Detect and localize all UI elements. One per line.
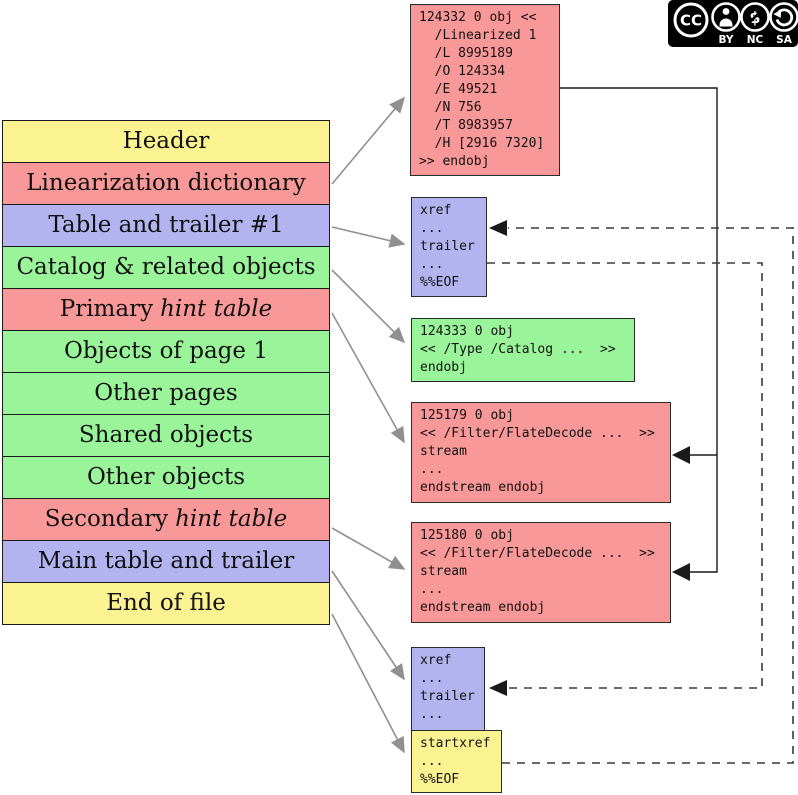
arrowhead-secondary-stream <box>672 563 690 581</box>
stack-row-other-objects: Other objects <box>2 456 330 499</box>
code-box-linearization-object: 124332 0 obj << /Linearized 1 /L 8995189… <box>410 4 560 176</box>
stack-to-object-arrows <box>331 96 406 754</box>
arrow-linearization-dict <box>331 96 406 185</box>
code-line: /O 124334 <box>419 64 506 79</box>
code-box-first-xref-trailer: xref... trailer... %%EOF <box>411 197 487 297</box>
code-line: endstream endobj <box>420 480 546 495</box>
code-line: xref <box>420 653 452 668</box>
code-line: %%EOF <box>420 772 460 787</box>
stack-row-catalog-related-objects: Catalog & related objects <box>2 246 330 289</box>
stack-row-label: Table and trailer #1 <box>48 212 284 238</box>
code-box-primary-hint-stream: 125179 0 obj << /Filter/FlateDecode ... >… <box>411 402 671 503</box>
code-line: %%EOF <box>420 275 460 290</box>
arrow-table-trailer-1 <box>331 226 406 248</box>
code-line: /E 49521 <box>419 82 498 97</box>
stack-row-label: Main table and trailer <box>37 548 295 574</box>
code-line: ... <box>420 754 444 769</box>
code-line: stream <box>420 564 467 579</box>
code-line: startxref <box>420 736 491 751</box>
code-line: endobj <box>420 360 467 375</box>
badge-background <box>668 0 798 47</box>
stack-row-label: End of file <box>106 590 226 616</box>
hint-arrowheads <box>672 446 690 581</box>
code-line: ... <box>420 582 444 597</box>
arrow-primary-hint <box>331 312 405 444</box>
sa-label: SA <box>776 34 793 46</box>
code-line: endstream endobj <box>420 600 546 615</box>
code-line: ... <box>420 707 444 722</box>
code-line: /N 756 <box>419 100 482 115</box>
stack-row-other-pages: Other pages <box>2 372 330 415</box>
code-line: 124332 0 obj << <box>419 10 537 25</box>
stack-row-label-italic: hint table <box>160 296 273 322</box>
stack-row-label: Secondary <box>44 506 169 532</box>
nc-label: NC <box>747 34 764 46</box>
stack-row-header: Header <box>2 120 330 163</box>
stack-row-label: Other objects <box>86 464 246 490</box>
stack-row-linearization-dictionary: Linearization dictionary <box>2 162 330 205</box>
stack-row-label: Objects of page 1 <box>64 338 268 364</box>
badge-labels: BY NC SA <box>718 34 792 46</box>
stack-row-table-and-trailer-1: Table and trailer #1 <box>2 204 330 247</box>
code-line: /T 8983957 <box>419 118 513 133</box>
code-line: xref <box>420 203 452 218</box>
cc-icon: CC <box>673 2 709 38</box>
code-line: trailer <box>420 239 475 254</box>
code-box-main-xref-trailer: xref... trailer... <box>411 647 485 731</box>
arrow-end-of-file <box>331 613 405 754</box>
arrowhead-main-xref <box>489 680 507 696</box>
code-line: /L 8995189 <box>419 46 513 61</box>
stack-row-objects-of-page-1: Objects of page 1 <box>2 330 330 373</box>
code-line: << /Type /Catalog ... >> <box>420 342 616 357</box>
stack-row-label-italic: hint table <box>175 506 288 532</box>
arrowhead-primary-stream <box>672 446 690 464</box>
stack-row-label: Primary <box>59 296 154 322</box>
stack-row-shared-objects: Shared objects <box>2 414 330 457</box>
code-line: << /Filter/FlateDecode ... >> <box>420 426 655 441</box>
code-line: stream <box>420 444 467 459</box>
stack-row-label: Linearization dictionary <box>26 170 306 196</box>
by-icon <box>711 2 741 32</box>
code-line: /H [2916 7320] <box>419 136 545 151</box>
code-line: ... <box>420 671 444 686</box>
code-line: trailer <box>420 689 475 704</box>
stack-row-end-of-file: End of file <box>2 582 330 625</box>
stack-row-label: Catalog & related objects <box>16 254 316 280</box>
stack-row-label: Shared objects <box>78 422 254 448</box>
code-box-catalog-object: 124333 0 obj << /Type /Catalog ... >> endo… <box>411 318 635 382</box>
by-label: BY <box>718 34 733 46</box>
svg-text:CC: CC <box>680 12 702 30</box>
code-line: ... <box>420 257 444 272</box>
code-line: >> endobj <box>419 154 490 169</box>
code-line: << /Filter/FlateDecode ... >> <box>420 546 655 561</box>
code-box-startxref: startxref... %%EOF <box>411 730 502 793</box>
code-line: /Linearized 1 <box>419 28 537 43</box>
code-line: ... <box>420 462 444 477</box>
code-line: 125179 0 obj <box>420 408 514 423</box>
stack-row-label: Other pages <box>94 380 238 406</box>
cc-license-badge: CC $ BY NC SA <box>668 0 798 47</box>
code-line: 125180 0 obj <box>420 528 514 543</box>
arrow-secondary-hint <box>331 527 406 570</box>
arrow-catalog <box>331 269 406 344</box>
arrowhead-first-xref <box>489 220 507 236</box>
stack-row-main-table-and-trailer: Main table and trailer <box>2 540 330 583</box>
code-line: 124333 0 obj <box>420 324 514 339</box>
nc-icon: $ <box>740 2 770 32</box>
stack-row-label: Header <box>122 128 210 154</box>
code-line: ... <box>420 221 444 236</box>
arrow-main-table <box>331 570 405 681</box>
code-box-secondary-hint-stream: 125180 0 obj << /Filter/FlateDecode ... >… <box>411 522 671 623</box>
